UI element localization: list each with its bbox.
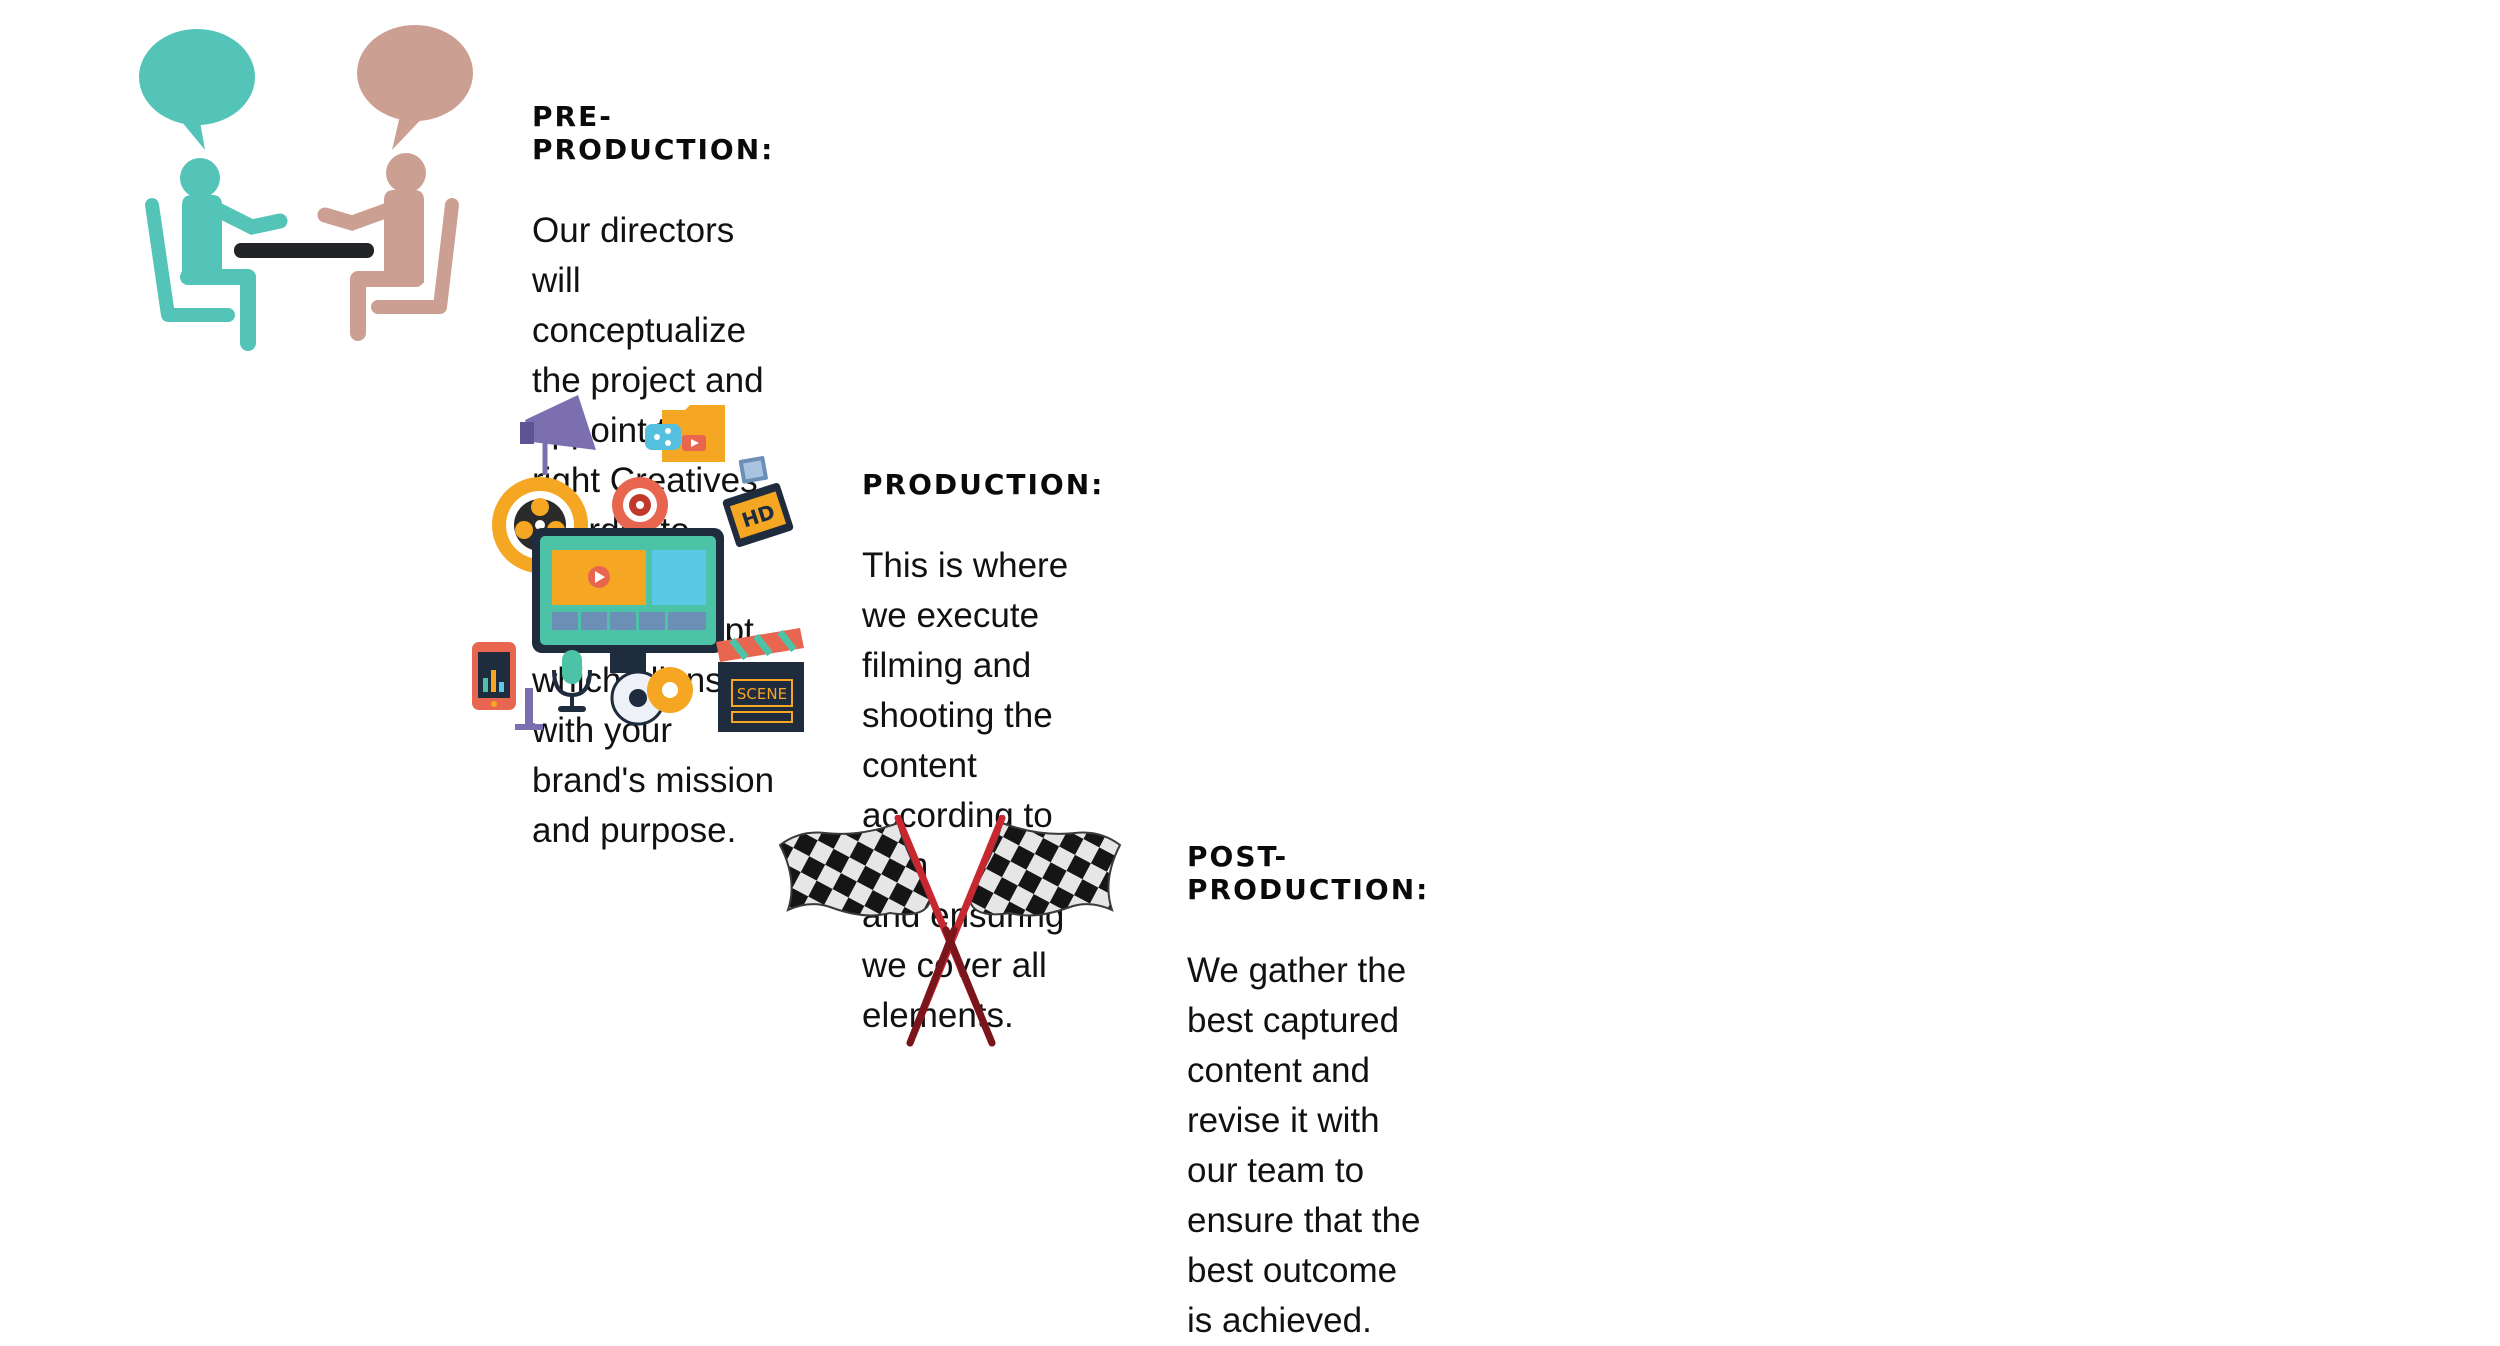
scene-label: SCENE [737, 685, 787, 703]
post-production-line-1: We gather the best captured content and … [1187, 951, 1407, 1190]
pre-production-heading: PRE-PRODUCTION: [532, 100, 775, 166]
checkered-flags-icon [778, 815, 1122, 1047]
meeting-icon [139, 25, 473, 351]
production-line-1: This is where we execute filming and sho… [862, 546, 1069, 885]
production-heading: PRODUCTION: [862, 468, 1105, 501]
post-production-heading: POST-PRODUCTION: [1187, 840, 1430, 906]
media-production-icon: HD SCENE [472, 395, 804, 732]
post-production-line-2: ensure that the best outcome is achieved… [1187, 1201, 1421, 1340]
post-production-description: We gather the best captured content and … [1187, 946, 1429, 1346]
